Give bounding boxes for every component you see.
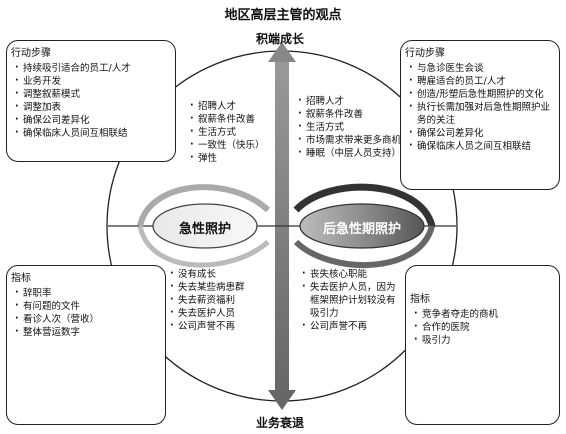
list-item: 调整加表 [15,100,175,114]
list-item: 辞职率 [15,286,165,300]
list-item: 确保临床人员间互相联结 [15,126,175,140]
list-item: 创造/形塑后急性期照护的文化 [409,87,559,101]
list-item: 没有成长 [170,267,270,281]
list-item: 业务开发 [15,74,175,88]
list-item: 看诊人次（营收） [15,312,165,326]
list-item: 与急诊医生会谈 [409,61,559,75]
box-title: 行动步骤 [11,48,51,59]
list-item: 确保公司差异化 [409,126,559,140]
list-item: 失去医护人员，因为框架照护计划较没有吸引力 [302,280,402,320]
list-item: 聘雇适合的员工/人才 [409,74,559,88]
top-left-action-box: 行动步骤 持续吸引适合的员工/人才 业务开发 调整叙薪模式 调整加表 确保公司差… [6,40,176,162]
left-swoosh [137,184,271,227]
lower-left-quadrant: 没有成长 失去某些病患群 失去薪资福利 失去医护人员 公司声誉不再 [170,267,270,333]
list-item: 失去某些病患群 [170,280,270,294]
bottom-right-metrics-box: 指标 竞争者夺走的商机 合作的医院 吸引力 [405,265,560,425]
list-item: 一致性（快乐） [190,138,272,152]
list-item: 失去医护人员 [170,306,270,320]
list-item: 整体营运数字 [15,325,165,339]
right-swoosh [293,183,436,228]
acute-care-oval [152,203,258,249]
list-item: 公司声誉不再 [170,319,270,333]
upper-right-quadrant: 招聘人才 叙薪条件改善 生活方式 市场需求带来更多商机 睡眠（中层人员支持） [298,94,408,160]
list-item: 确保临床人员之间互相联结 [409,139,559,153]
box-title: 指标 [11,273,31,284]
list-item: 招聘人才 [298,94,408,108]
list-item: 生活方式 [190,125,272,139]
list-item: 睡眠（中层人员支持） [298,146,408,160]
list-item: 合作的医院 [414,320,559,334]
post-acute-care-label: 后急性期照护 [322,222,401,237]
list-item: 市场需求带来更多商机 [298,133,408,147]
list-item: 丧失核心职能 [302,267,402,281]
upper-left-quadrant: 招聘人才 叙薪条件改善 生活方式 一致性（快乐） 弹性 [190,99,272,165]
list-item: 叙薪条件改善 [190,112,272,126]
list-item: 有问题的文件 [15,299,165,313]
list-item: 持续吸引适合的员工/人才 [15,61,175,75]
box-title: 行动步骤 [405,48,445,59]
bottom-axis-label: 业务衰退 [256,416,305,430]
list-item: 调整叙薪模式 [15,87,175,101]
list-item: 叙薪条件改善 [298,107,408,121]
list-item: 执行长需加强对后急性期照护业务的关注 [409,100,559,127]
vertical-axis-arrow [268,42,296,410]
post-acute-care-oval [299,203,425,249]
list-item: 生活方式 [298,120,408,134]
page-title: 地区高层主管的观点 [224,8,342,23]
box-title: 指标 [410,294,430,305]
list-item: 弹性 [190,151,272,165]
acute-care-label: 急性照护 [178,222,231,237]
list-item: 吸引力 [414,333,559,347]
list-item: 失去薪资福利 [170,293,270,307]
bottom-left-metrics-box: 指标 辞职率 有问题的文件 看诊人次（营收） 整体营运数字 [6,265,166,425]
top-right-action-box: 行动步骤 与急诊医生会谈 聘雇适合的员工/人才 创造/形塑后急性期照护的文化 执… [400,40,560,190]
list-item: 公司声誉不再 [302,319,402,333]
list-item: 招聘人才 [190,99,272,113]
list-item: 竞争者夺走的商机 [414,307,559,321]
list-item: 确保公司差异化 [15,113,175,127]
top-axis-label: 积端成长 [256,32,305,46]
lower-right-quadrant: 丧失核心职能 失去医护人员，因为框架照护计划较没有吸引力 公司声誉不再 [302,267,402,333]
